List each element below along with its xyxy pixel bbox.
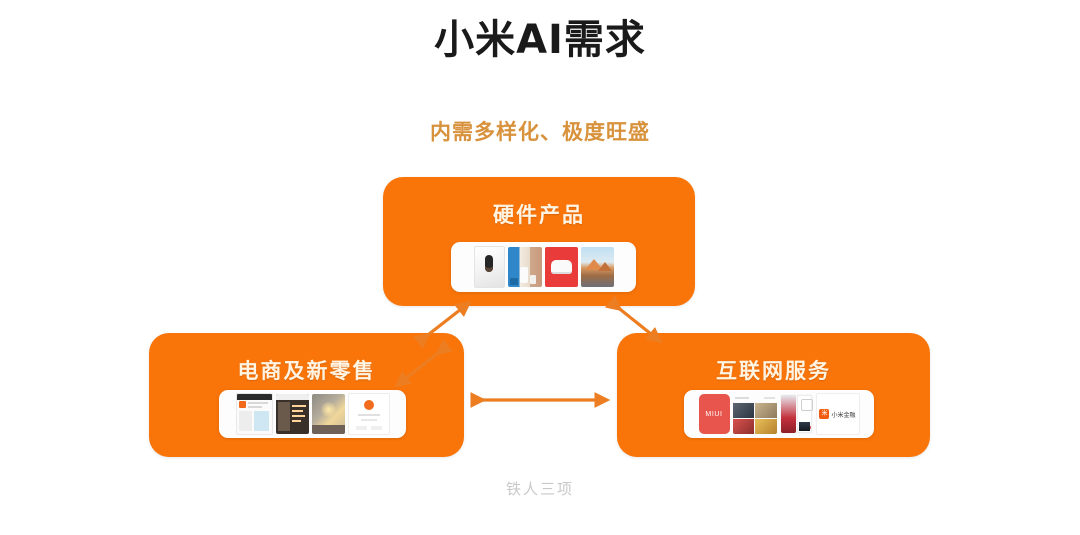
retail-store-interior-thumbnail [311,394,345,434]
node-ecommerce[interactable]: 电商及新零售 [149,333,464,457]
xiaomi-finance-mark: 米 [819,409,830,419]
node-ecommerce-media-strip [219,390,406,438]
dark-catalog-screen-thumbnail [275,394,309,434]
node-hardware[interactable]: 硬件产品 [383,177,695,306]
node-hardware-label: 硬件产品 [493,203,585,227]
xiaomi-finance-logo-thumbnail: 米 小米金融 [815,393,860,435]
smartphone-back-thumbnail [473,246,505,288]
home-appliance-scene-thumbnail [507,247,542,287]
node-internet-services[interactable]: 互联网服务 MIUI 米 小米金融 [617,333,930,457]
node-internet-services-label: 互联网服务 [716,359,831,383]
page-title: 小米AI需求 [434,17,646,63]
brand-card-thumbnail [347,393,390,435]
slide-subtitle: 内需多样化、极度旺盛 [430,120,650,144]
connector-ecommerce-internet [470,392,611,408]
rice-cooker-red-thumbnail [544,247,578,287]
node-ecommerce-label: 电商及新零售 [237,359,376,383]
miui-logo-text: MIUI [705,410,723,418]
content-grid-thumbnail [732,394,777,434]
app-screenshot-thumbnail [779,394,813,434]
footer-caption: 铁人三项 [505,480,574,498]
node-hardware-media-strip [451,242,636,292]
xiaomi-finance-text: 小米金融 [831,411,856,419]
node-internet-services-media-strip: MIUI 米 小米金融 [684,390,874,438]
smart-tv-landscape-thumbnail [580,247,614,287]
mi-shop-app-screen-thumbnail [235,393,273,435]
miui-logo-thumbnail: MIUI [698,394,730,434]
